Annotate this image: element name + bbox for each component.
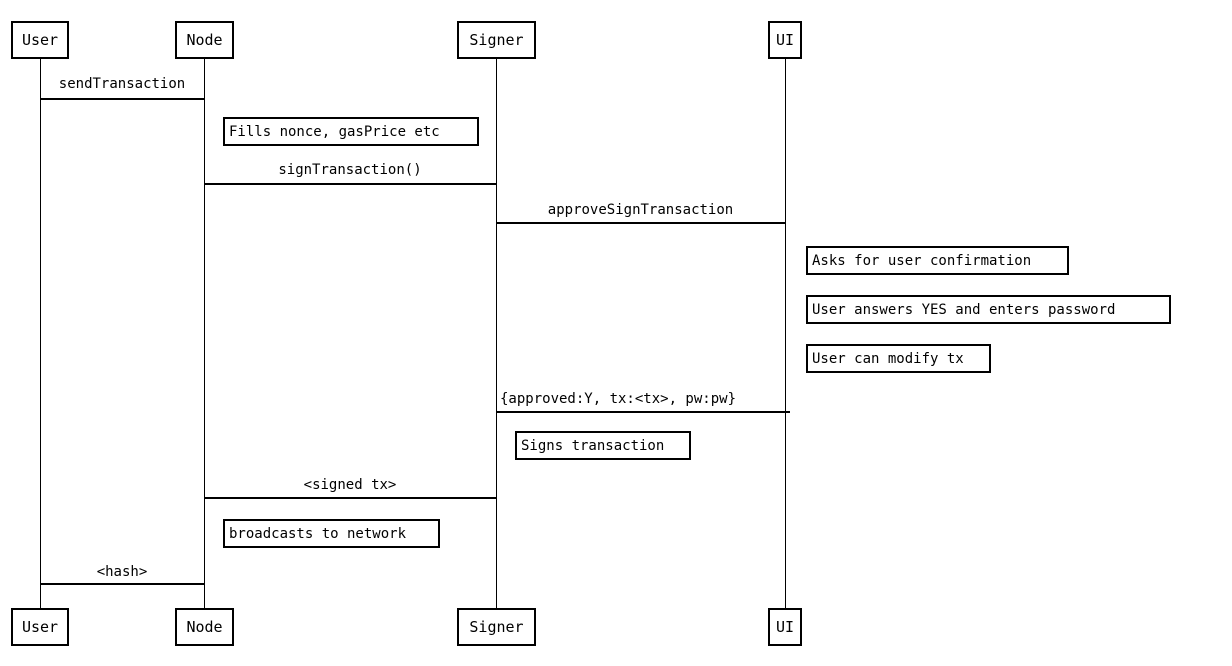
message-label-send-transaction: sendTransaction [58, 76, 186, 92]
lifeline-user [40, 59, 41, 608]
participant-user-bottom[interactable]: User [11, 608, 69, 646]
note-asks-for-confirmation: Asks for user confirmation [806, 246, 1069, 275]
participant-signer-bottom[interactable]: Signer [457, 608, 536, 646]
message-label-sign-transaction: signTransaction() [278, 162, 422, 178]
lifeline-ui [785, 59, 786, 608]
note-fills-nonce: Fills nonce, gasPrice etc [223, 117, 479, 146]
note-user-can-modify-tx: User can modify tx [806, 344, 991, 373]
participant-ui-bottom[interactable]: UI [768, 608, 802, 646]
message-label-signed-tx: <signed tx> [303, 477, 397, 493]
message-line-hash [40, 583, 204, 585]
message-line-approved-response [496, 411, 790, 413]
participant-ui-top[interactable]: UI [768, 21, 802, 59]
message-line-send-transaction [40, 98, 204, 100]
lifeline-signer [496, 59, 497, 608]
message-line-approve-sign-transaction [496, 222, 785, 224]
message-label-approved-response: {approved:Y, tx:<tx>, pw:pw} [500, 391, 737, 407]
participant-signer-top[interactable]: Signer [457, 21, 536, 59]
message-line-signed-tx [204, 497, 496, 499]
message-line-sign-transaction [204, 183, 496, 185]
participant-node-top[interactable]: Node [175, 21, 234, 59]
note-broadcasts-to-network: broadcasts to network [223, 519, 440, 548]
note-signs-transaction: Signs transaction [515, 431, 691, 460]
lifeline-node [204, 59, 205, 608]
participant-user-top[interactable]: User [11, 21, 69, 59]
participant-node-bottom[interactable]: Node [175, 608, 234, 646]
note-user-answers-yes: User answers YES and enters password [806, 295, 1171, 324]
message-label-approve-sign-transaction: approveSignTransaction [547, 202, 734, 218]
message-label-hash: <hash> [96, 564, 148, 580]
